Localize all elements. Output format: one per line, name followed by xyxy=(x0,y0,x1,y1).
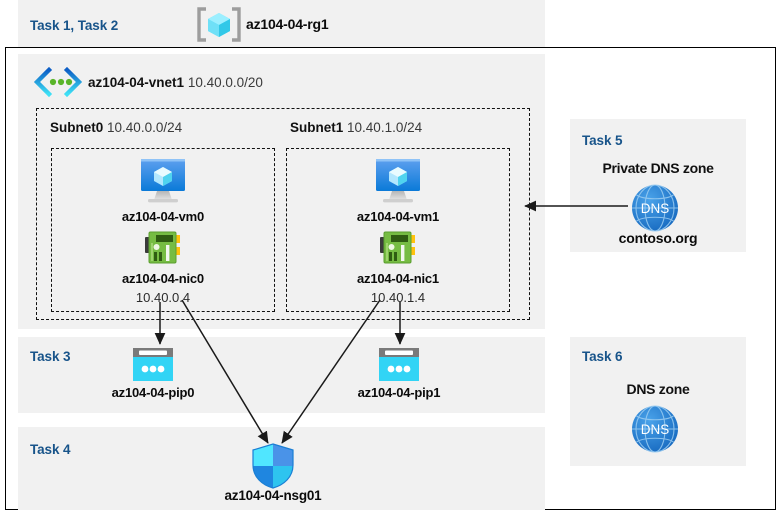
vnet-name: az104-04-vnet1 xyxy=(88,75,185,90)
task-label-1-2: Task 1, Task 2 xyxy=(30,18,119,33)
nic1-name: az104-04-nic1 xyxy=(357,271,439,286)
pip0-name: az104-04-pip0 xyxy=(111,385,195,400)
nsg-name: az104-04-nsg01 xyxy=(224,488,322,503)
nic0-ip: 10.40.0.4 xyxy=(135,290,191,305)
network-security-group-icon xyxy=(251,443,295,489)
dns-icon-text: DNS xyxy=(641,422,670,437)
pip1-name: az104-04-pip1 xyxy=(357,385,441,400)
resource-group-icon xyxy=(196,7,242,42)
virtual-machine-icon xyxy=(136,158,190,204)
dns-zone-title: DNS zone xyxy=(626,381,690,397)
subnet1-header: Subnet1 10.40.1.0/24 xyxy=(290,120,422,135)
resource-group-header-panel xyxy=(18,0,545,47)
subnet0-name: Subnet0 xyxy=(50,120,104,135)
dns-zone-icon: DNS xyxy=(630,183,680,233)
nic1-ip: 10.40.1.4 xyxy=(370,290,426,305)
subnet1-name: Subnet1 xyxy=(290,120,344,135)
subnet0-cidr: 10.40.0.0/24 xyxy=(107,120,183,135)
task-label-5: Task 5 xyxy=(582,133,623,148)
vnet-cidr: 10.40.0.0/20 xyxy=(187,75,263,90)
public-ip-icon xyxy=(377,347,421,383)
resource-group-name: az104-04-rg1 xyxy=(246,16,329,32)
subnet0-resources-box xyxy=(51,148,275,312)
task-label-6: Task 6 xyxy=(582,349,623,364)
vnet-header: az104-04-vnet1 10.40.0.0/20 xyxy=(88,75,263,90)
task-label-4: Task 4 xyxy=(30,442,71,457)
network-interface-icon xyxy=(145,231,181,265)
subnet0-header: Subnet0 10.40.0.0/24 xyxy=(50,120,182,135)
private-dns-zone-name: contoso.org xyxy=(618,230,698,246)
vnet-panel xyxy=(18,54,545,329)
nic0-name: az104-04-nic0 xyxy=(122,271,204,286)
subnet1-cidr: 10.40.1.0/24 xyxy=(347,120,423,135)
public-ip-icon xyxy=(131,347,175,383)
task-label-3: Task 3 xyxy=(30,349,71,364)
dns-zone-icon: DNS xyxy=(630,404,680,454)
vm1-name: az104-04-vm1 xyxy=(356,209,440,224)
vm0-name: az104-04-vm0 xyxy=(121,209,205,224)
subnet1-resources-box xyxy=(286,148,510,312)
network-interface-icon xyxy=(380,231,416,265)
public-ip-panel xyxy=(18,337,545,413)
virtual-machine-icon xyxy=(371,158,425,204)
virtual-network-icon xyxy=(33,66,83,98)
private-dns-zone-title: Private DNS zone xyxy=(602,160,714,176)
dns-icon-text: DNS xyxy=(641,201,670,216)
